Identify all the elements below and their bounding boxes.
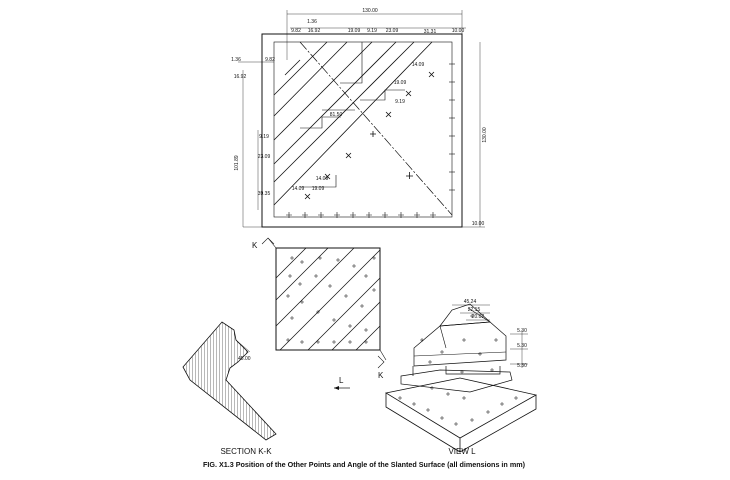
angle-leader xyxy=(235,339,251,353)
middle-view-points xyxy=(286,256,376,344)
section-cut-arrows xyxy=(261,237,387,369)
edge-markers-bottom xyxy=(286,212,436,218)
dim-top-5: 9.19 xyxy=(367,28,377,34)
dim-inner-0: 14.09 xyxy=(292,186,305,192)
middle-view: K K L xyxy=(252,237,387,390)
top-view-outer-frame xyxy=(261,33,463,228)
dim-inner-6: 14.09 xyxy=(316,176,329,182)
view-l-crest xyxy=(439,303,491,327)
dim-top-3: 16.92 xyxy=(308,28,321,34)
section-mark-top: K xyxy=(252,241,258,250)
view-l-points xyxy=(398,314,518,426)
dim-top-overall: 130.00 xyxy=(362,8,378,14)
middle-view-outline xyxy=(275,247,381,351)
dim-left-3: 101.89 xyxy=(234,155,240,171)
dim-top-2: 9.82 xyxy=(291,28,301,34)
dim-top-1: 1.36 xyxy=(307,19,317,25)
dim-right-height: 130.00 xyxy=(482,127,488,143)
middle-view-bands xyxy=(275,247,381,351)
dim-top-4: 19.09 xyxy=(348,28,361,34)
view-l-base-sides xyxy=(385,393,537,453)
dim-inner-2: 81.50 xyxy=(330,112,343,118)
dim-left-5: 23.09 xyxy=(258,154,271,160)
dim-right-bottom: 10.00 xyxy=(472,221,485,227)
view-l-arrowhead xyxy=(334,386,339,390)
dim-inner-4: 14.09 xyxy=(412,62,425,68)
top-view: 130.00 1.36 9.82 16.92 19.09 9.19 23.09 … xyxy=(231,8,488,228)
dim-left-0: 1.36 xyxy=(231,57,241,63)
view-l-dim-2: 20.02 xyxy=(472,314,485,320)
section-kk-label: SECTION K-K xyxy=(220,447,272,456)
view-l-tier2 xyxy=(400,369,513,393)
view-l-dim-4: 5.30 xyxy=(517,343,527,349)
dim-top-6: 23.09 xyxy=(386,28,399,34)
dim-top-7: 31.31 xyxy=(424,29,437,35)
top-view-inner-frame xyxy=(273,41,453,218)
view-l-dim-0: 45.24 xyxy=(464,299,477,305)
dim-left-2: 16.92 xyxy=(234,74,247,80)
dimension-lines xyxy=(238,10,485,228)
dim-inner-5: 9.19 xyxy=(395,99,405,105)
view-l xyxy=(384,303,538,453)
dim-inner-1: 19.09 xyxy=(312,186,325,192)
step-outlines xyxy=(300,42,405,188)
view-l-dim-5: 5.30 xyxy=(517,363,527,369)
dim-left-6: 39.35 xyxy=(258,191,271,197)
view-l-label: VIEW L xyxy=(448,447,476,456)
view-l-arrow-label: L xyxy=(339,376,344,385)
dim-inner-3: 19.09 xyxy=(394,80,407,86)
section-mark-bottom: K xyxy=(378,371,384,380)
slanted-centre-line xyxy=(299,41,453,216)
view-l-dim-3: 5.30 xyxy=(517,328,527,334)
view-l-upper xyxy=(413,321,507,367)
section-kk-profile xyxy=(182,321,277,441)
figure-caption: FIG. X1.3 Position of the Other Points a… xyxy=(203,460,526,469)
measurement-points xyxy=(304,71,435,200)
dim-top-8: 10.00 xyxy=(452,28,465,34)
dim-left-1: 9.82 xyxy=(265,57,275,63)
slanted-bands xyxy=(273,41,433,206)
view-l-dim-1: 22.15 xyxy=(468,307,481,313)
view-l-base-top xyxy=(384,377,538,439)
section-kk: 45.00 SECTION K-K xyxy=(182,321,277,456)
edge-markers-right xyxy=(449,63,455,191)
dim-left-4: 9.19 xyxy=(259,134,269,140)
section-angle-value: 45.00 xyxy=(238,356,251,362)
